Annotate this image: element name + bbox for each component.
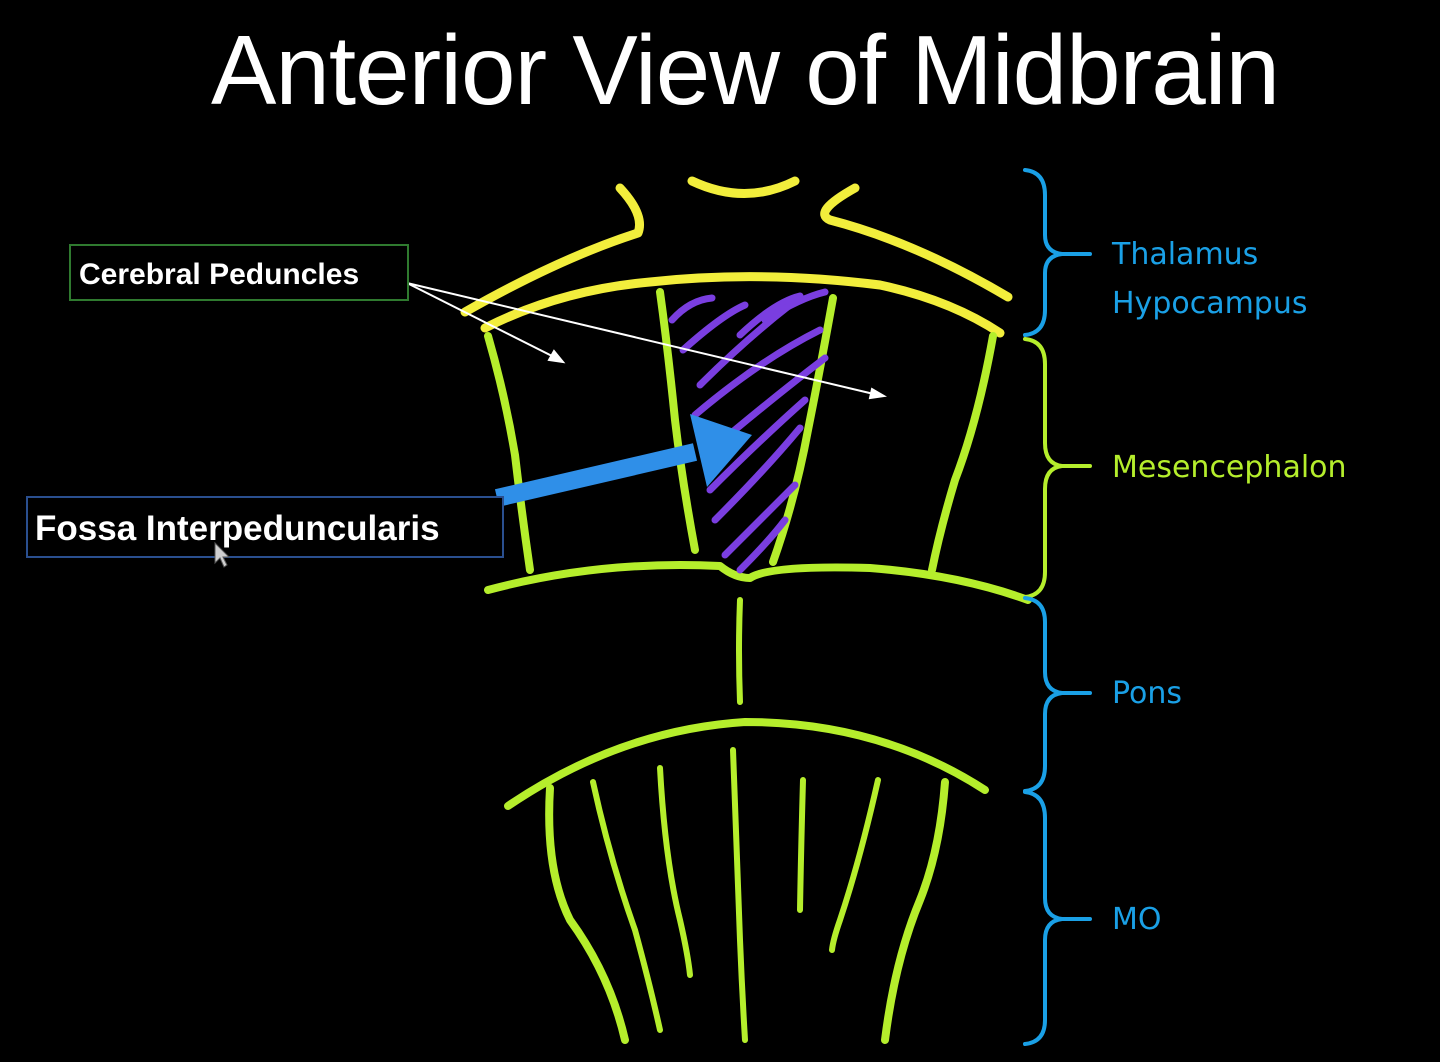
brace-mesencephalon	[1023, 337, 1092, 599]
hatch-line	[721, 481, 799, 559]
brace-thalamus	[1023, 168, 1092, 337]
medulla-right-edge	[881, 778, 949, 1044]
thalamus-outline	[460, 176, 1013, 338]
hatch-line	[696, 301, 794, 389]
region-label-mesencephalon: Mesencephalon	[1112, 450, 1347, 485]
arrow-shaft	[494, 443, 698, 507]
medulla-groove	[657, 765, 693, 978]
thalamus-right-arc	[820, 183, 1013, 302]
mesencephalon-lower-border	[484, 561, 1032, 604]
hatch-line	[706, 396, 809, 494]
medulla-groove	[797, 777, 806, 913]
callout-cerebral-peduncles: Cerebral Peduncles	[69, 244, 409, 301]
callout-box	[69, 244, 409, 301]
medulla-groove	[590, 779, 663, 1033]
thalamus-top-curve	[687, 176, 800, 198]
region-label-pons: Pons	[1112, 676, 1182, 711]
pons-midline	[736, 597, 743, 705]
medulla-groove	[829, 777, 881, 953]
hatch-line	[711, 424, 804, 524]
callout-label-cerebral-peduncles: Cerebral Peduncles	[79, 258, 359, 291]
region-braces	[1023, 168, 1092, 1046]
medulla-outline	[504, 718, 989, 1044]
mouse-cursor-icon	[214, 541, 231, 568]
right-peduncle-outer-edge	[928, 332, 997, 574]
region-label-mo: MO	[1112, 902, 1162, 937]
arrow-head	[690, 414, 752, 487]
medulla-left-edge	[545, 784, 629, 1044]
pointer-arrowhead-left	[547, 349, 566, 364]
page-title: Anterior View of Midbrain	[210, 15, 1280, 125]
brace-mo	[1023, 790, 1092, 1046]
hatch-line	[736, 516, 789, 574]
hatch-line	[679, 301, 749, 354]
left-peduncle-outer-edge	[484, 332, 534, 574]
peduncle-pointers	[406, 282, 887, 400]
thalamus-lower-arc	[480, 272, 1005, 338]
fossa-pointer-arrow	[494, 414, 752, 507]
pointer-line-right	[406, 282, 879, 396]
hatch-line	[668, 294, 716, 324]
brace-pons	[1023, 596, 1092, 793]
region-label-hypocampus: Hypocampus	[1112, 286, 1308, 321]
left-peduncle-inner-edge	[656, 288, 699, 554]
callout-label-fossa-interpeduncularis: Fossa Interpeduncularis	[35, 509, 440, 548]
callout-fossa-interpeduncularis: Fossa Interpeduncularis	[26, 496, 504, 558]
thalamus-left-arc	[460, 183, 644, 317]
region-label-thalamus: Thalamus	[1111, 237, 1258, 272]
medulla-groove	[730, 747, 748, 1043]
callout-box	[26, 496, 504, 558]
pointer-arrowhead-right	[868, 387, 887, 400]
pons-outline	[736, 597, 743, 705]
hatch-line	[736, 292, 804, 339]
medulla-upper-border	[504, 718, 989, 810]
medulla-grooves	[590, 747, 881, 1043]
pointer-line-left	[406, 282, 561, 361]
